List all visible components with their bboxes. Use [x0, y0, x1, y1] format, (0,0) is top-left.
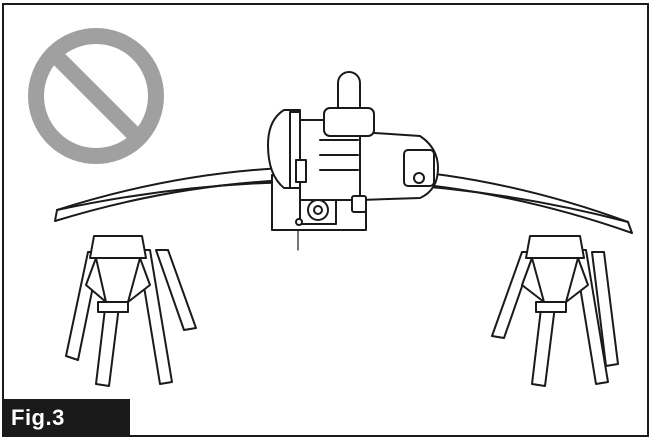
- left-sawhorse: [65, 235, 197, 387]
- right-sawhorse: [491, 235, 619, 387]
- figure-label: Fig.3: [2, 399, 130, 437]
- circular-saw-icon: [267, 71, 439, 231]
- prohibition-icon: [28, 28, 164, 164]
